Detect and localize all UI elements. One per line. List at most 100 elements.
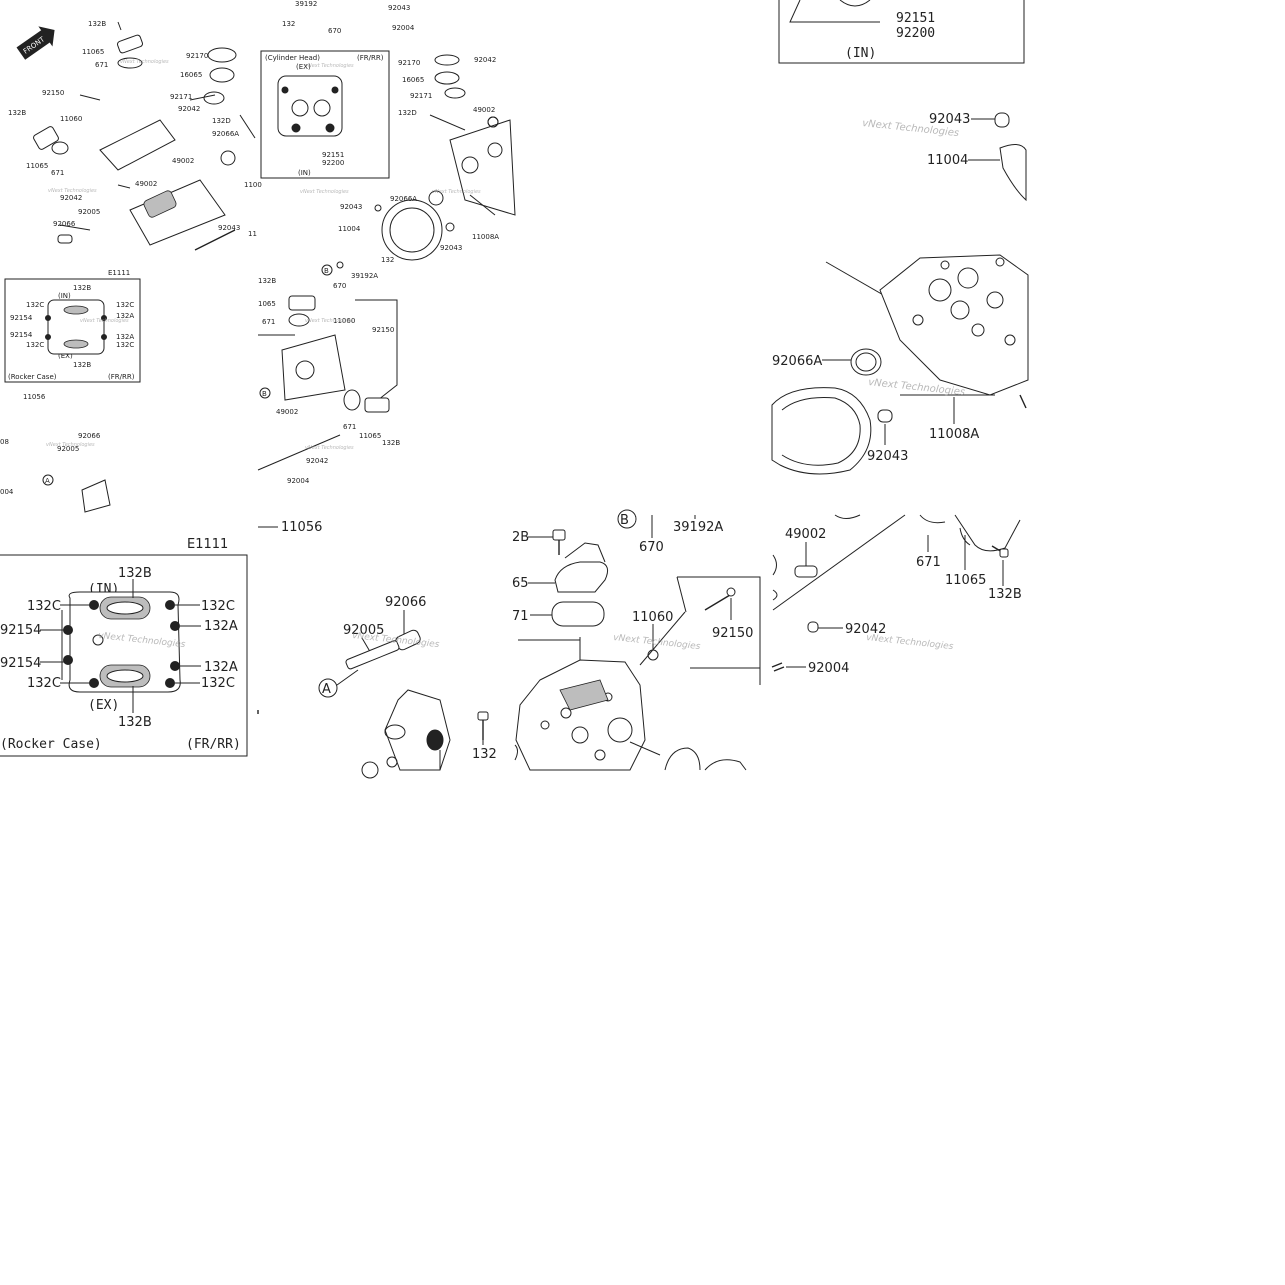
label-92151: 92151 [322, 151, 344, 159]
zoom-top-right: 92151 92200 (IN) 92043 11004 [778, 0, 1027, 202]
label-11065-cut: 65 [512, 576, 529, 591]
label-92066: 92066 [53, 220, 76, 228]
label-92066: 92066 [385, 595, 426, 610]
label-11-cut: 11 [248, 230, 257, 238]
callout-A [487, 116, 499, 128]
watermark-text: vNext Technologies [46, 442, 95, 448]
label-132B: 132B [118, 715, 152, 730]
zoom-mid-right: 92066A 11008A 92043 [771, 254, 1029, 475]
callout-A: A [322, 682, 331, 697]
label-671: 671 [51, 169, 64, 177]
watermark-text: vNext Technologies [120, 59, 169, 65]
watermark-text: vNext Technologies [300, 189, 349, 195]
label-1065: 1065 [258, 300, 276, 308]
zoom-bottom-left: 11056 E1111 132B (IN) 132C 132C 92154 13… [0, 520, 497, 779]
label-132C: 132C [26, 341, 44, 349]
label-671: 671 [916, 555, 941, 570]
label-132B: 132B [73, 361, 91, 369]
rocker-case-inset-small: E1111 132B (IN) 132C 132C 92154 132A 921… [4, 269, 141, 383]
watermark-text: vNext Technologies [305, 445, 354, 451]
label-92042: 92042 [845, 622, 886, 637]
label-11065: 11065 [26, 162, 48, 170]
label-49002: 49002 [276, 408, 298, 416]
label-132B: 132B [73, 284, 91, 292]
label-92200: 92200 [322, 159, 344, 167]
label-11056: 11056 [281, 520, 322, 535]
label-132C: 132C [201, 676, 235, 691]
label-39192A: 39192A [673, 520, 723, 535]
cyl-box-in: (IN) [298, 169, 311, 177]
watermark-text: vNext Technologies [613, 633, 701, 652]
label-132C: 132C [27, 599, 61, 614]
rocker-frrr: (FR/RR) [186, 737, 241, 752]
label-92171: 92171 [410, 92, 432, 100]
label-in: (IN) [845, 46, 876, 61]
label-132A: 132A [116, 312, 134, 320]
label-92005: 92005 [78, 208, 100, 216]
label-92004: 92004 [808, 661, 849, 676]
label-132C: 132C [27, 676, 61, 691]
label-132D: 132D [398, 109, 417, 117]
label-132B: 132B [88, 20, 106, 28]
label-132C: 132C [116, 301, 134, 309]
label-92171: 92171 [170, 93, 192, 101]
label-92066A: 92066A [390, 195, 417, 203]
label-92154: 92154 [10, 314, 33, 322]
label-92004: 92004 [392, 24, 415, 32]
svg-text:B: B [324, 267, 329, 275]
label-92154: 92154 [10, 331, 33, 339]
callout-B: B [620, 513, 629, 528]
label-92043: 92043 [867, 449, 908, 464]
cyl-box-title: (Cylinder Head) [265, 54, 320, 62]
rocker-ex: (EX) [58, 352, 73, 360]
label-132B: 132B [8, 109, 26, 117]
cyl-box-ex: (EX) [296, 63, 311, 71]
label-670: 670 [333, 282, 346, 290]
label-92151: 92151 [896, 11, 935, 26]
label-92042: 92042 [474, 56, 496, 64]
label-08-cut: 08 [0, 438, 9, 446]
label-671-cut: 71 [512, 609, 529, 624]
svg-text:B: B [262, 390, 267, 398]
label-92154: 92154 [0, 623, 41, 638]
cyl-box-frrr: (FR/RR) [357, 54, 384, 62]
label-39192: 39192 [295, 0, 317, 8]
rocker-box-code: E1111 [108, 269, 130, 277]
label-92042: 92042 [306, 457, 328, 465]
label-670: 670 [639, 540, 664, 555]
rocker-box-code: E1111 [187, 537, 228, 552]
label-132A: 132A [204, 619, 238, 634]
label-11008A: 11008A [929, 427, 979, 442]
rocker-case-inset-large [0, 554, 248, 757]
label-16065: 16065 [402, 76, 424, 84]
label-132C: 132C [201, 599, 235, 614]
label-92043: 92043 [218, 224, 240, 232]
label-11065: 11065 [359, 432, 381, 440]
label-004-cut: 004 [0, 488, 14, 496]
watermark-text: vNext Technologies [80, 318, 129, 324]
label-132A: 132A [116, 333, 134, 341]
label-92066: 92066 [78, 432, 101, 440]
label-11008A: 11008A [472, 233, 499, 241]
label-671: 671 [343, 423, 356, 431]
label-11065: 11065 [82, 48, 104, 56]
label-132B-cut: 2B [512, 530, 529, 545]
zoom-bottom-mid: B 670 39192A 2B 65 71 11060 92150 [512, 509, 761, 771]
label-92005: 92005 [57, 445, 79, 453]
label-49002: 49002 [785, 527, 826, 542]
label-11004: 11004 [338, 225, 361, 233]
label-671: 671 [95, 61, 108, 69]
overview-panel: FRONT 132B 11065 671 921 [0, 0, 516, 513]
label-132: 132 [472, 747, 497, 762]
front-badge: FRONT [16, 26, 55, 60]
label-49002: 49002 [135, 180, 157, 188]
zoom-bottom-right: 49002 671 11065 132B 92042 92004 [771, 514, 1022, 676]
label-11065: 11065 [945, 573, 986, 588]
watermark-text: vNext Technologies [866, 633, 954, 652]
rocker-name: (Rocker Case) [0, 737, 102, 752]
label-11008-cut: 1100 [244, 181, 262, 189]
label-92042: 92042 [178, 105, 200, 113]
label-11060: 11060 [632, 610, 673, 625]
overview-right-head [374, 54, 516, 261]
